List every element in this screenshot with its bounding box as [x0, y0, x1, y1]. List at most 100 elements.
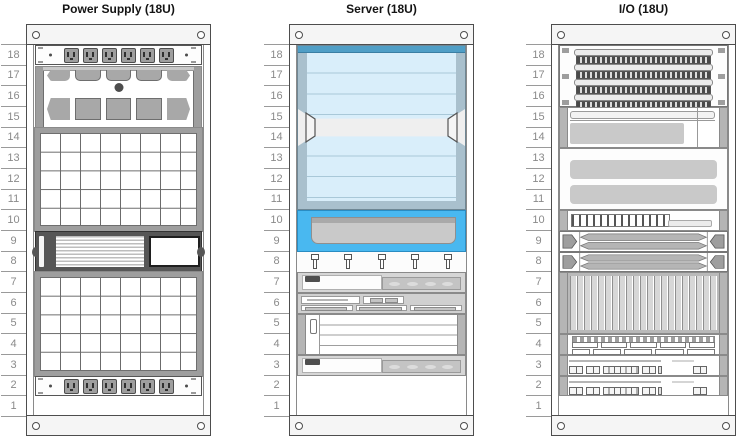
mounting-ears: [36, 377, 201, 395]
fan-icon: [406, 281, 418, 286]
mounting-hole-icon: [32, 30, 40, 39]
blower-segment: [47, 98, 71, 120]
outlet-icon: [63, 47, 79, 63]
handle-bracket-icon: [305, 111, 316, 144]
port-tab: [658, 387, 662, 395]
port-slot: [601, 342, 628, 348]
bezel-body: [570, 123, 684, 144]
outlet-icon: [158, 47, 174, 63]
server-display: [305, 276, 320, 282]
blower-segment: [105, 70, 132, 81]
mounting-hole-icon: [460, 30, 468, 39]
power-supply-unit: [35, 231, 202, 272]
rack-interior: [27, 45, 210, 415]
unit-label: 9: [1, 229, 26, 251]
port-slot: [630, 342, 657, 348]
unit-label: 17: [264, 64, 289, 86]
switch-panel-unit: [297, 293, 466, 314]
rack-server-unit: [297, 355, 466, 376]
switch-bay: [301, 305, 353, 312]
blower-segment: [166, 98, 191, 120]
rack-title: Power Supply (18U): [62, 2, 175, 16]
punch-strip: [574, 49, 713, 64]
screw-dot-icon: [185, 384, 188, 388]
port-row: [572, 342, 716, 348]
duct-graphic: [562, 232, 725, 251]
switch-display-slot: [301, 295, 361, 304]
outlet-icon: [158, 378, 174, 394]
rack-rail-line: [296, 45, 297, 415]
mounting-hole-icon: [557, 30, 565, 39]
rack-frame-top: [290, 25, 473, 45]
switch-port-row: [569, 387, 718, 395]
unit-label: 11: [526, 188, 551, 210]
unit-label: 1: [1, 395, 26, 416]
unit-label: 14: [526, 126, 551, 148]
vent-bars: [571, 214, 670, 227]
blower-segment: [105, 98, 132, 120]
rack-rail-line: [33, 45, 34, 415]
blower-segment: [75, 98, 101, 120]
unit-label: 10: [526, 209, 551, 230]
strip-cap: [574, 64, 713, 71]
mounting-hole-icon: [722, 30, 730, 39]
port-slot: [688, 342, 716, 348]
unit-label: 17: [1, 64, 26, 86]
unit-label: 4: [526, 333, 551, 354]
screw-dot-icon: [49, 384, 52, 388]
unit-label: 12: [1, 167, 26, 189]
punch-strip: [574, 94, 713, 109]
port-pair: [586, 387, 600, 395]
punch-strip: [574, 79, 713, 94]
tray-surface: [311, 217, 456, 244]
port-slot: [686, 349, 715, 355]
port-slot: [655, 349, 684, 355]
bezel-strip: [570, 111, 715, 119]
vented-server-unit: [297, 314, 466, 355]
strip-cap: [574, 49, 713, 56]
bay-cover: [570, 185, 717, 204]
fan-icon: [389, 364, 401, 369]
outlet-icon: [139, 47, 155, 63]
chassis-top-band: [298, 46, 465, 53]
unit-label: 12: [264, 167, 289, 189]
rack-interior: [552, 45, 735, 415]
rack-frame-top: [552, 25, 735, 45]
punch-strip: [574, 64, 713, 79]
port-pair: [586, 366, 600, 374]
panel-fastener: [562, 48, 569, 53]
tray-side-rail: [193, 67, 201, 127]
unit-label: 5: [264, 312, 289, 334]
strip-teeth: [576, 86, 711, 94]
dual-bay-panel: [559, 148, 728, 210]
port-pair: [569, 366, 583, 374]
handle-bracket-icon: [447, 111, 458, 144]
strip-teeth: [576, 56, 711, 64]
rack-frame: [26, 24, 211, 436]
punch-down-panel: [559, 45, 728, 109]
server-display: [305, 359, 320, 365]
vent-label: [668, 220, 712, 227]
outlet-icon: [120, 47, 136, 63]
blower-segment: [166, 70, 191, 81]
switch-bay-row: [301, 305, 462, 312]
rack-title: I/O (18U): [618, 2, 669, 16]
hub-dot-icon: [114, 83, 123, 92]
rack-title: Server (18U): [346, 2, 417, 16]
unit-label: 3: [1, 353, 26, 375]
unit-label: 2: [1, 374, 26, 396]
unit-label: 7: [264, 271, 289, 292]
switch-bay: [355, 305, 408, 312]
power-strip: [35, 45, 202, 65]
unit-label: 11: [1, 188, 26, 210]
rack-rail-line: [728, 45, 729, 415]
mounting-hole-icon: [460, 421, 468, 430]
bezel-divider: [696, 108, 698, 147]
fan-icon: [442, 281, 454, 286]
rack-frame: [551, 24, 736, 436]
server-with-bezel: [559, 107, 728, 148]
psu-vent-grille: [56, 236, 144, 267]
